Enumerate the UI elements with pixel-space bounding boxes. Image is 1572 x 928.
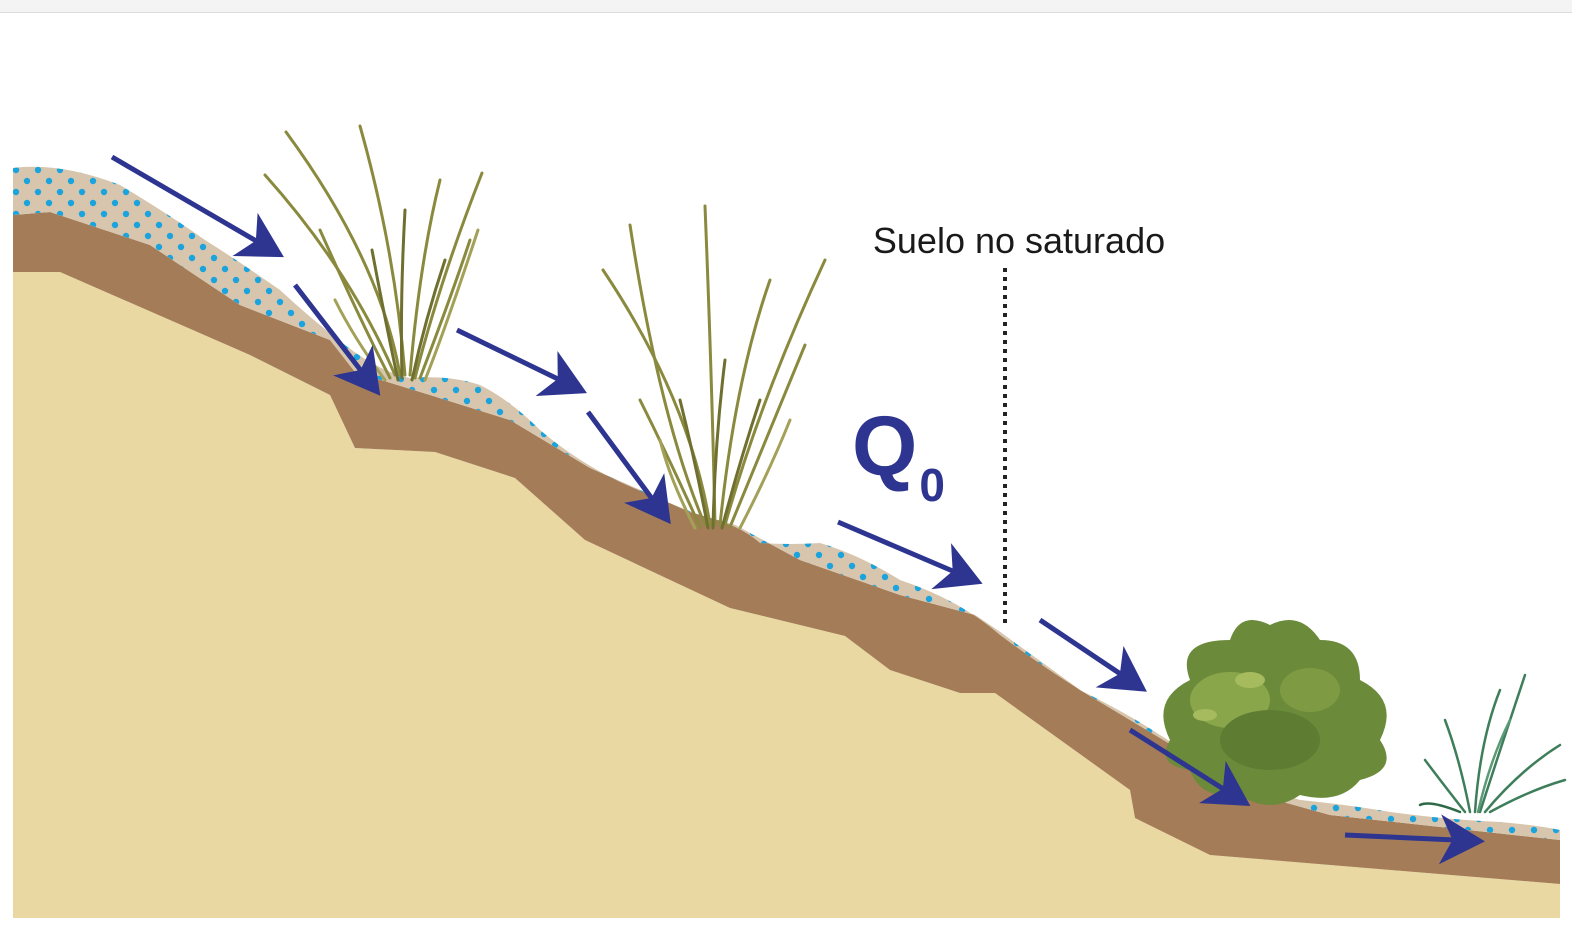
flow-arrow-icon	[1344, 814, 1485, 865]
flow-arrow-icon	[1038, 617, 1147, 692]
flow-label: Q0	[852, 399, 945, 511]
flow-arrow-icon	[110, 154, 284, 258]
flow-subscript: 0	[919, 459, 945, 511]
flow-arrow-icon	[293, 283, 381, 396]
unsaturated-soil-label: Suelo no saturado	[873, 220, 1165, 261]
flow-arrow-icon	[585, 410, 671, 525]
window-top-strip	[0, 0, 1572, 13]
grass-tuft-icon	[263, 124, 484, 382]
bedrock-layer	[13, 272, 1560, 918]
small-grass-tuft-icon	[1418, 673, 1567, 814]
grass-tuft-icon	[601, 204, 827, 530]
water-saturation-dots	[13, 166, 1560, 841]
flow-arrow-icon	[1128, 727, 1251, 807]
flow-arrow-icon	[837, 519, 983, 590]
flow-arrow-icon	[455, 327, 587, 396]
flow-symbol: Q	[852, 399, 917, 493]
flow-arrows	[110, 154, 1485, 865]
bush-icon	[1163, 620, 1387, 805]
subsoil-layer	[13, 212, 1560, 884]
